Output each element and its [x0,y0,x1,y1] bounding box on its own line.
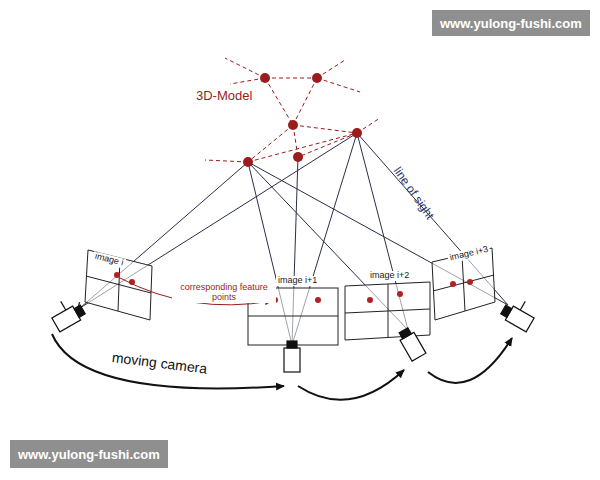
motion-arcs [52,334,512,400]
image-planes [85,248,495,345]
motion-label: moving camera [111,350,208,377]
watermark-box: www.yulong-fushi.com [10,440,168,468]
watermark-text: www.yulong-fushi.com [18,447,160,462]
sight-label: line of sight [391,165,437,222]
watermark-box: www.yulong-fushi.com [432,10,590,36]
watermark-text: www.yulong-fushi.com [440,16,582,31]
sight-lines [80,133,508,345]
correspondence-label: corresponding feature points [172,283,276,303]
model-mesh [205,58,380,162]
feature-points [114,272,473,303]
image-label: image i+2 [368,271,411,281]
model-points [243,73,362,167]
image-label: image i+1 [276,276,319,286]
model-label: 3D-Model [196,89,252,103]
